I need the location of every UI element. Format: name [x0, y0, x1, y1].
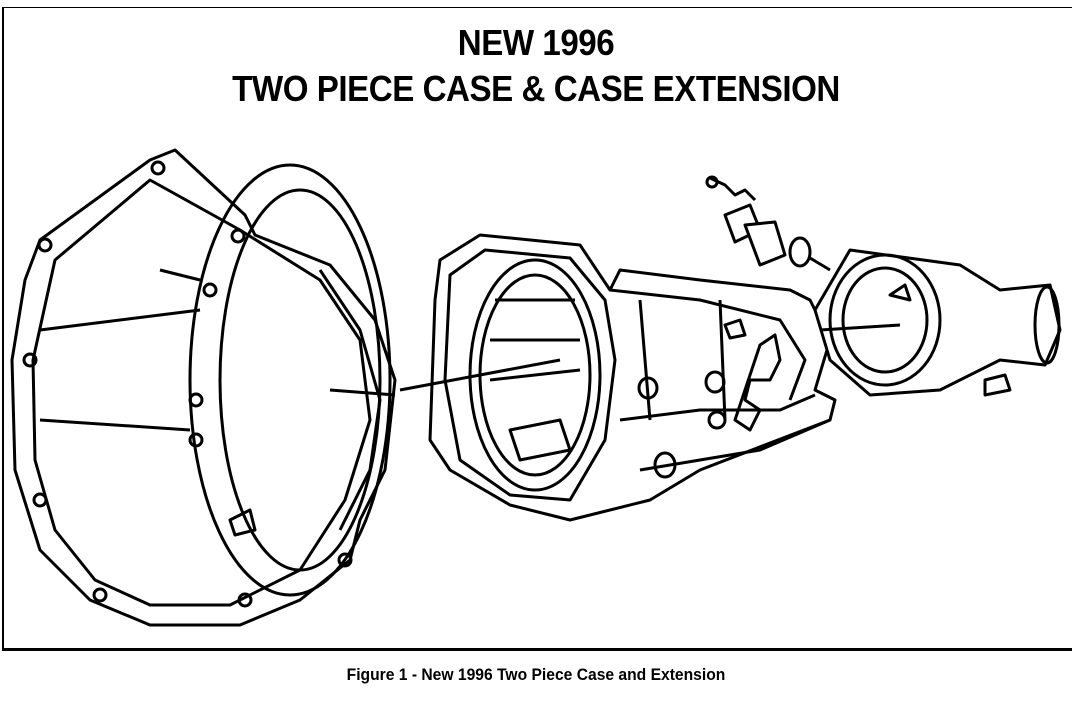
figure-frame	[2, 7, 1072, 651]
figure-title-line2: TWO PIECE CASE & CASE EXTENSION	[232, 68, 840, 109]
speed-sensor	[705, 175, 831, 272]
main-case	[399, 233, 837, 522]
case-extension	[813, 248, 1062, 397]
figure-title-line1: NEW 1996	[457, 22, 615, 63]
figure-caption: Figure 1 - New 1996 Two Piece Case and E…	[346, 665, 726, 684]
bell-housing	[10, 148, 397, 627]
